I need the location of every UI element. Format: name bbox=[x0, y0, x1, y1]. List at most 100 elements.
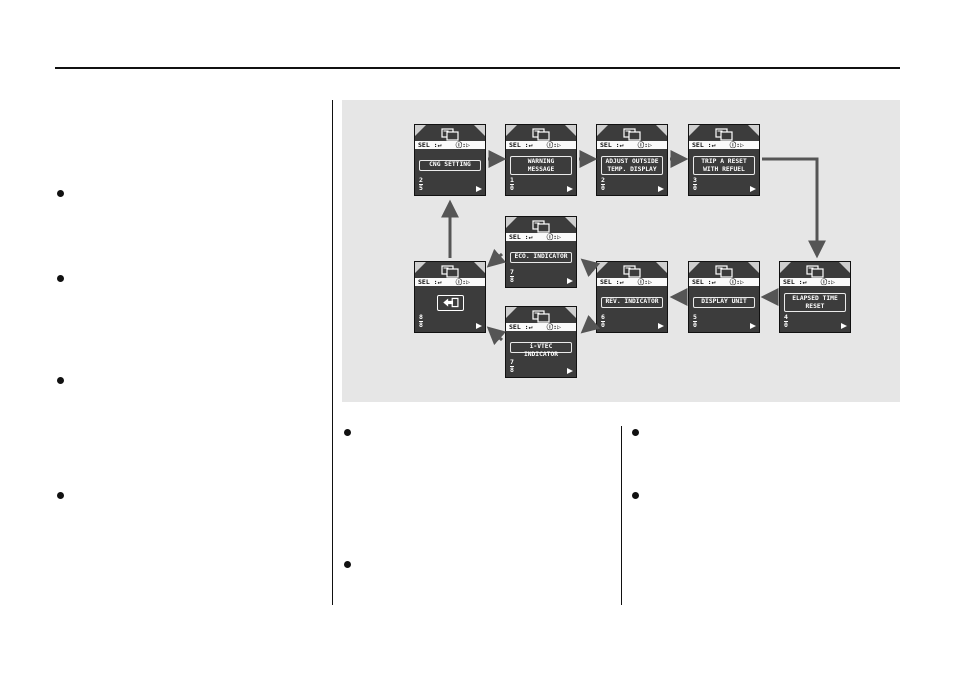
bullet bbox=[344, 561, 351, 568]
corner-mark bbox=[474, 262, 485, 273]
info-label: : bbox=[827, 278, 831, 286]
sel-label: SEL : bbox=[418, 141, 438, 149]
page-number: 3 bbox=[693, 176, 697, 185]
sel-bar: SEL :↵ⓘ:▷ bbox=[689, 278, 759, 286]
display-menu-icon bbox=[532, 219, 551, 233]
page-total: 5 bbox=[419, 184, 423, 192]
page-total: 0 bbox=[784, 321, 788, 329]
info-label: : bbox=[736, 141, 740, 149]
info-icon: ⓘ bbox=[546, 323, 554, 331]
corner-mark bbox=[839, 262, 850, 273]
display-menu-icon bbox=[623, 127, 642, 141]
info-label: : bbox=[644, 141, 648, 149]
left-column-divider bbox=[332, 100, 333, 605]
screen-label: REV. INDICATOR bbox=[601, 297, 663, 308]
next-icon: ▷ bbox=[648, 141, 652, 149]
sel-bar: SEL :↵ ⓘ:▷ bbox=[415, 141, 485, 149]
sel-bar: SEL :↵ⓘ:▷ bbox=[506, 233, 576, 241]
info-label: : bbox=[553, 323, 557, 331]
corner-mark bbox=[415, 262, 426, 273]
bullet bbox=[57, 190, 64, 197]
display-menu-icon bbox=[806, 264, 825, 278]
corner-mark bbox=[689, 125, 700, 136]
enter-icon: ↵ bbox=[619, 278, 624, 286]
info-icon: ⓘ bbox=[455, 278, 463, 286]
play-icon bbox=[750, 186, 756, 192]
bullet bbox=[632, 429, 639, 436]
page-number: 2 bbox=[601, 176, 605, 185]
page-number: 7 bbox=[510, 268, 514, 277]
sel-label: SEL : bbox=[783, 278, 803, 286]
page-total: 8 bbox=[510, 366, 514, 374]
play-icon bbox=[658, 186, 664, 192]
enter-icon: ↵ bbox=[802, 278, 807, 286]
corner-mark bbox=[748, 125, 759, 136]
top-rule bbox=[55, 67, 900, 69]
play-icon bbox=[841, 323, 847, 329]
bullet bbox=[632, 492, 639, 499]
corner-mark bbox=[748, 262, 759, 273]
info-label: : bbox=[736, 278, 740, 286]
sel-bar: SEL :↵ⓘ:▷ bbox=[506, 141, 576, 149]
sel-bar: SEL :↵ⓘ:▷ bbox=[689, 141, 759, 149]
page-number: 2 bbox=[419, 176, 423, 185]
info-label: : bbox=[553, 233, 557, 241]
corner-mark bbox=[565, 217, 576, 228]
page-number: 8 bbox=[419, 313, 423, 322]
info-icon: ⓘ bbox=[820, 278, 828, 286]
next-icon: ▷ bbox=[466, 141, 470, 149]
corner-mark bbox=[565, 125, 576, 136]
play-icon bbox=[750, 323, 756, 329]
page-number: 1 bbox=[510, 176, 514, 185]
screen-label: i-VTEC INDICATOR bbox=[510, 342, 572, 358]
enter-icon: ↵ bbox=[619, 141, 624, 149]
page-total: 8 bbox=[510, 276, 514, 284]
sel-label: SEL : bbox=[600, 278, 620, 286]
enter-icon: ↵ bbox=[437, 141, 442, 149]
next-icon: ▷ bbox=[466, 278, 470, 286]
enter-icon: ↵ bbox=[528, 233, 533, 241]
info-icon: ⓘ bbox=[455, 141, 463, 149]
corner-mark bbox=[506, 125, 517, 136]
enter-icon: ↵ bbox=[711, 278, 716, 286]
sel-bar: SEL :↵ⓘ:▷ bbox=[506, 323, 576, 331]
bottom-column-divider bbox=[621, 426, 622, 605]
bullet bbox=[57, 275, 64, 282]
info-icon: ⓘ bbox=[729, 141, 737, 149]
bullet bbox=[57, 377, 64, 384]
sel-bar: SEL :↵ⓘ:▷ bbox=[597, 278, 667, 286]
page-total: 0 bbox=[601, 321, 605, 329]
page-total: 8 bbox=[419, 321, 423, 329]
next-icon: ▷ bbox=[557, 141, 561, 149]
play-icon bbox=[476, 323, 482, 329]
bullet bbox=[57, 492, 64, 499]
info-label: : bbox=[462, 141, 466, 149]
page-total: 0 bbox=[693, 184, 697, 192]
corner-mark bbox=[506, 307, 517, 318]
next-icon: ▷ bbox=[740, 141, 744, 149]
sel-label: SEL : bbox=[509, 233, 529, 241]
screen-label: WARNING MESSAGE bbox=[510, 156, 572, 175]
screen-label: ADJUST OUTSIDE TEMP. DISPLAY bbox=[601, 156, 663, 175]
screen-label: TRIP A RESET WITH REFUEL bbox=[693, 156, 755, 175]
back-icon bbox=[437, 295, 464, 311]
next-icon: ▷ bbox=[831, 278, 835, 286]
play-icon bbox=[567, 278, 573, 284]
corner-mark bbox=[415, 125, 426, 136]
sel-label: SEL : bbox=[692, 278, 712, 286]
screen-label: ELAPSED TIME RESET bbox=[784, 293, 846, 312]
next-icon: ▷ bbox=[557, 233, 561, 241]
info-label: : bbox=[462, 278, 466, 286]
sel-label: SEL : bbox=[509, 323, 529, 331]
